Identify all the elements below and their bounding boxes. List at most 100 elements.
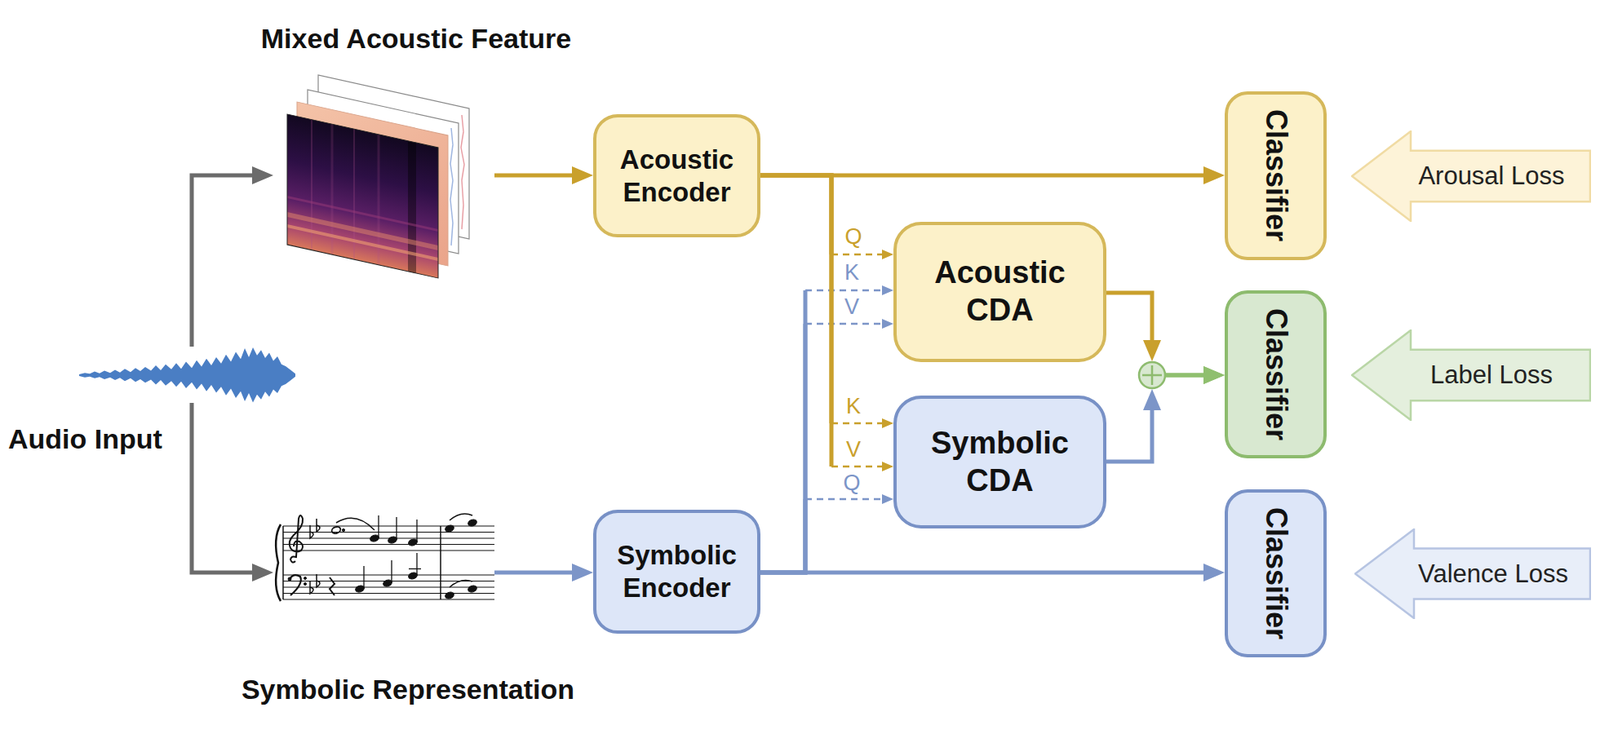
score-illustration	[283, 599, 495, 601]
connector-line	[1106, 292, 1153, 341]
connector-arrow	[494, 175, 572, 177]
node-label: Classifier	[1258, 109, 1294, 242]
score-illustration	[283, 587, 495, 589]
score-illustration	[416, 553, 417, 577]
connector-line	[1106, 410, 1153, 462]
connector-line	[831, 253, 882, 257]
node-label: Valence Loss	[1418, 559, 1569, 590]
spectrogram-illustration	[460, 115, 465, 231]
score-illustration	[273, 509, 495, 633]
connector-line	[760, 499, 806, 573]
score-illustration	[316, 518, 320, 532]
audio-waveform: Audio Input	[79, 346, 296, 404]
connector-arrow	[760, 175, 882, 467]
classifier-box: Classifier	[1224, 91, 1327, 261]
score-illustration	[363, 566, 364, 590]
score-illustration	[310, 525, 314, 539]
score-illustration	[282, 526, 284, 600]
score-illustration	[304, 577, 307, 581]
loss-arrow-outline	[1355, 529, 1591, 619]
node-label: Mixed Acoustic Feature	[261, 22, 572, 55]
score-illustration	[304, 583, 307, 586]
waveform-illustration	[79, 374, 296, 377]
loss-arrow-outline	[1351, 131, 1591, 222]
connector-line	[494, 571, 572, 576]
connector-arrow	[1106, 292, 1204, 376]
score-illustration	[363, 515, 422, 590]
score-illustration	[449, 580, 473, 588]
score-illustration	[283, 526, 495, 528]
score-illustration	[283, 593, 495, 594]
connector-arrow	[191, 403, 253, 573]
sum-symbol	[1151, 365, 1154, 386]
loss-arrow: Arousal Loss	[1351, 130, 1592, 222]
attention-box: Symbolic CDA	[893, 395, 1107, 529]
waveform-illustration	[79, 347, 296, 404]
node-label: Symbolic CDA	[909, 425, 1091, 500]
edge-label: Q	[844, 224, 862, 249]
loss-arrow: Valence Loss	[1354, 528, 1592, 620]
node-label: Classifier	[1258, 308, 1294, 441]
connector-line	[494, 173, 572, 178]
connector-line	[760, 323, 806, 573]
connector-line	[760, 175, 832, 424]
score-illustration	[288, 577, 292, 581]
connector-arrow	[760, 499, 882, 573]
node-label: Classifier	[1258, 507, 1294, 640]
sum-symbol	[1139, 362, 1166, 389]
connector-arrow	[494, 572, 572, 574]
spectrogram-illustration	[287, 195, 439, 232]
score-illustration	[283, 531, 495, 533]
score-illustration	[275, 524, 281, 602]
score-illustration	[395, 517, 397, 541]
loss-arrow-outline	[1351, 330, 1591, 421]
score-illustration	[416, 519, 417, 543]
score-illustration	[283, 544, 495, 546]
connector-line	[760, 571, 1204, 576]
spectrogram-illustration	[287, 114, 439, 279]
node-label: Acoustic Encoder	[609, 143, 745, 209]
score-illustration	[329, 577, 335, 596]
connector-line	[831, 465, 882, 469]
node-label: Arousal Loss	[1418, 161, 1565, 191]
connector-arrow	[760, 175, 882, 255]
score-illustration	[439, 526, 442, 600]
score-illustration	[354, 518, 479, 601]
spectrogram-stack: Mixed Acoustic Feature	[273, 71, 495, 281]
edge-label: K	[846, 394, 861, 419]
connector-arrow	[191, 175, 253, 347]
score-illustration	[273, 509, 495, 633]
score-illustration	[449, 514, 473, 521]
node-label: Label Loss	[1430, 360, 1553, 391]
node-label: Acoustic CDA	[909, 254, 1091, 329]
score-excerpt: Symbolic Representation	[273, 509, 495, 633]
score-illustration	[444, 591, 456, 601]
score-illustration	[283, 526, 495, 600]
connector-line	[1165, 373, 1204, 378]
node-label: Symbolic Encoder	[609, 539, 745, 604]
edge-label: Q	[842, 470, 860, 496]
score-illustration	[331, 526, 342, 536]
spectrogram-illustration	[450, 128, 453, 247]
score-illustration	[316, 574, 320, 588]
connector-line	[760, 290, 806, 573]
score-illustration	[377, 515, 379, 539]
spectrogram-illustration	[287, 75, 470, 279]
score-illustration	[310, 580, 314, 594]
spectrogram-illustration	[287, 224, 439, 262]
connector-arrow	[760, 290, 882, 573]
node-label: Audio Input	[8, 422, 163, 456]
score-illustration	[289, 515, 303, 563]
classifier-box: Classifier	[1224, 290, 1327, 459]
edge-label: K	[844, 260, 860, 285]
connector-line	[760, 175, 832, 255]
score-illustration	[283, 550, 495, 552]
attention-box: Acoustic CDA	[893, 221, 1107, 363]
encoder-box: Acoustic Encoder	[593, 114, 761, 238]
connector-line	[1165, 373, 1204, 378]
connector-line	[831, 422, 882, 426]
